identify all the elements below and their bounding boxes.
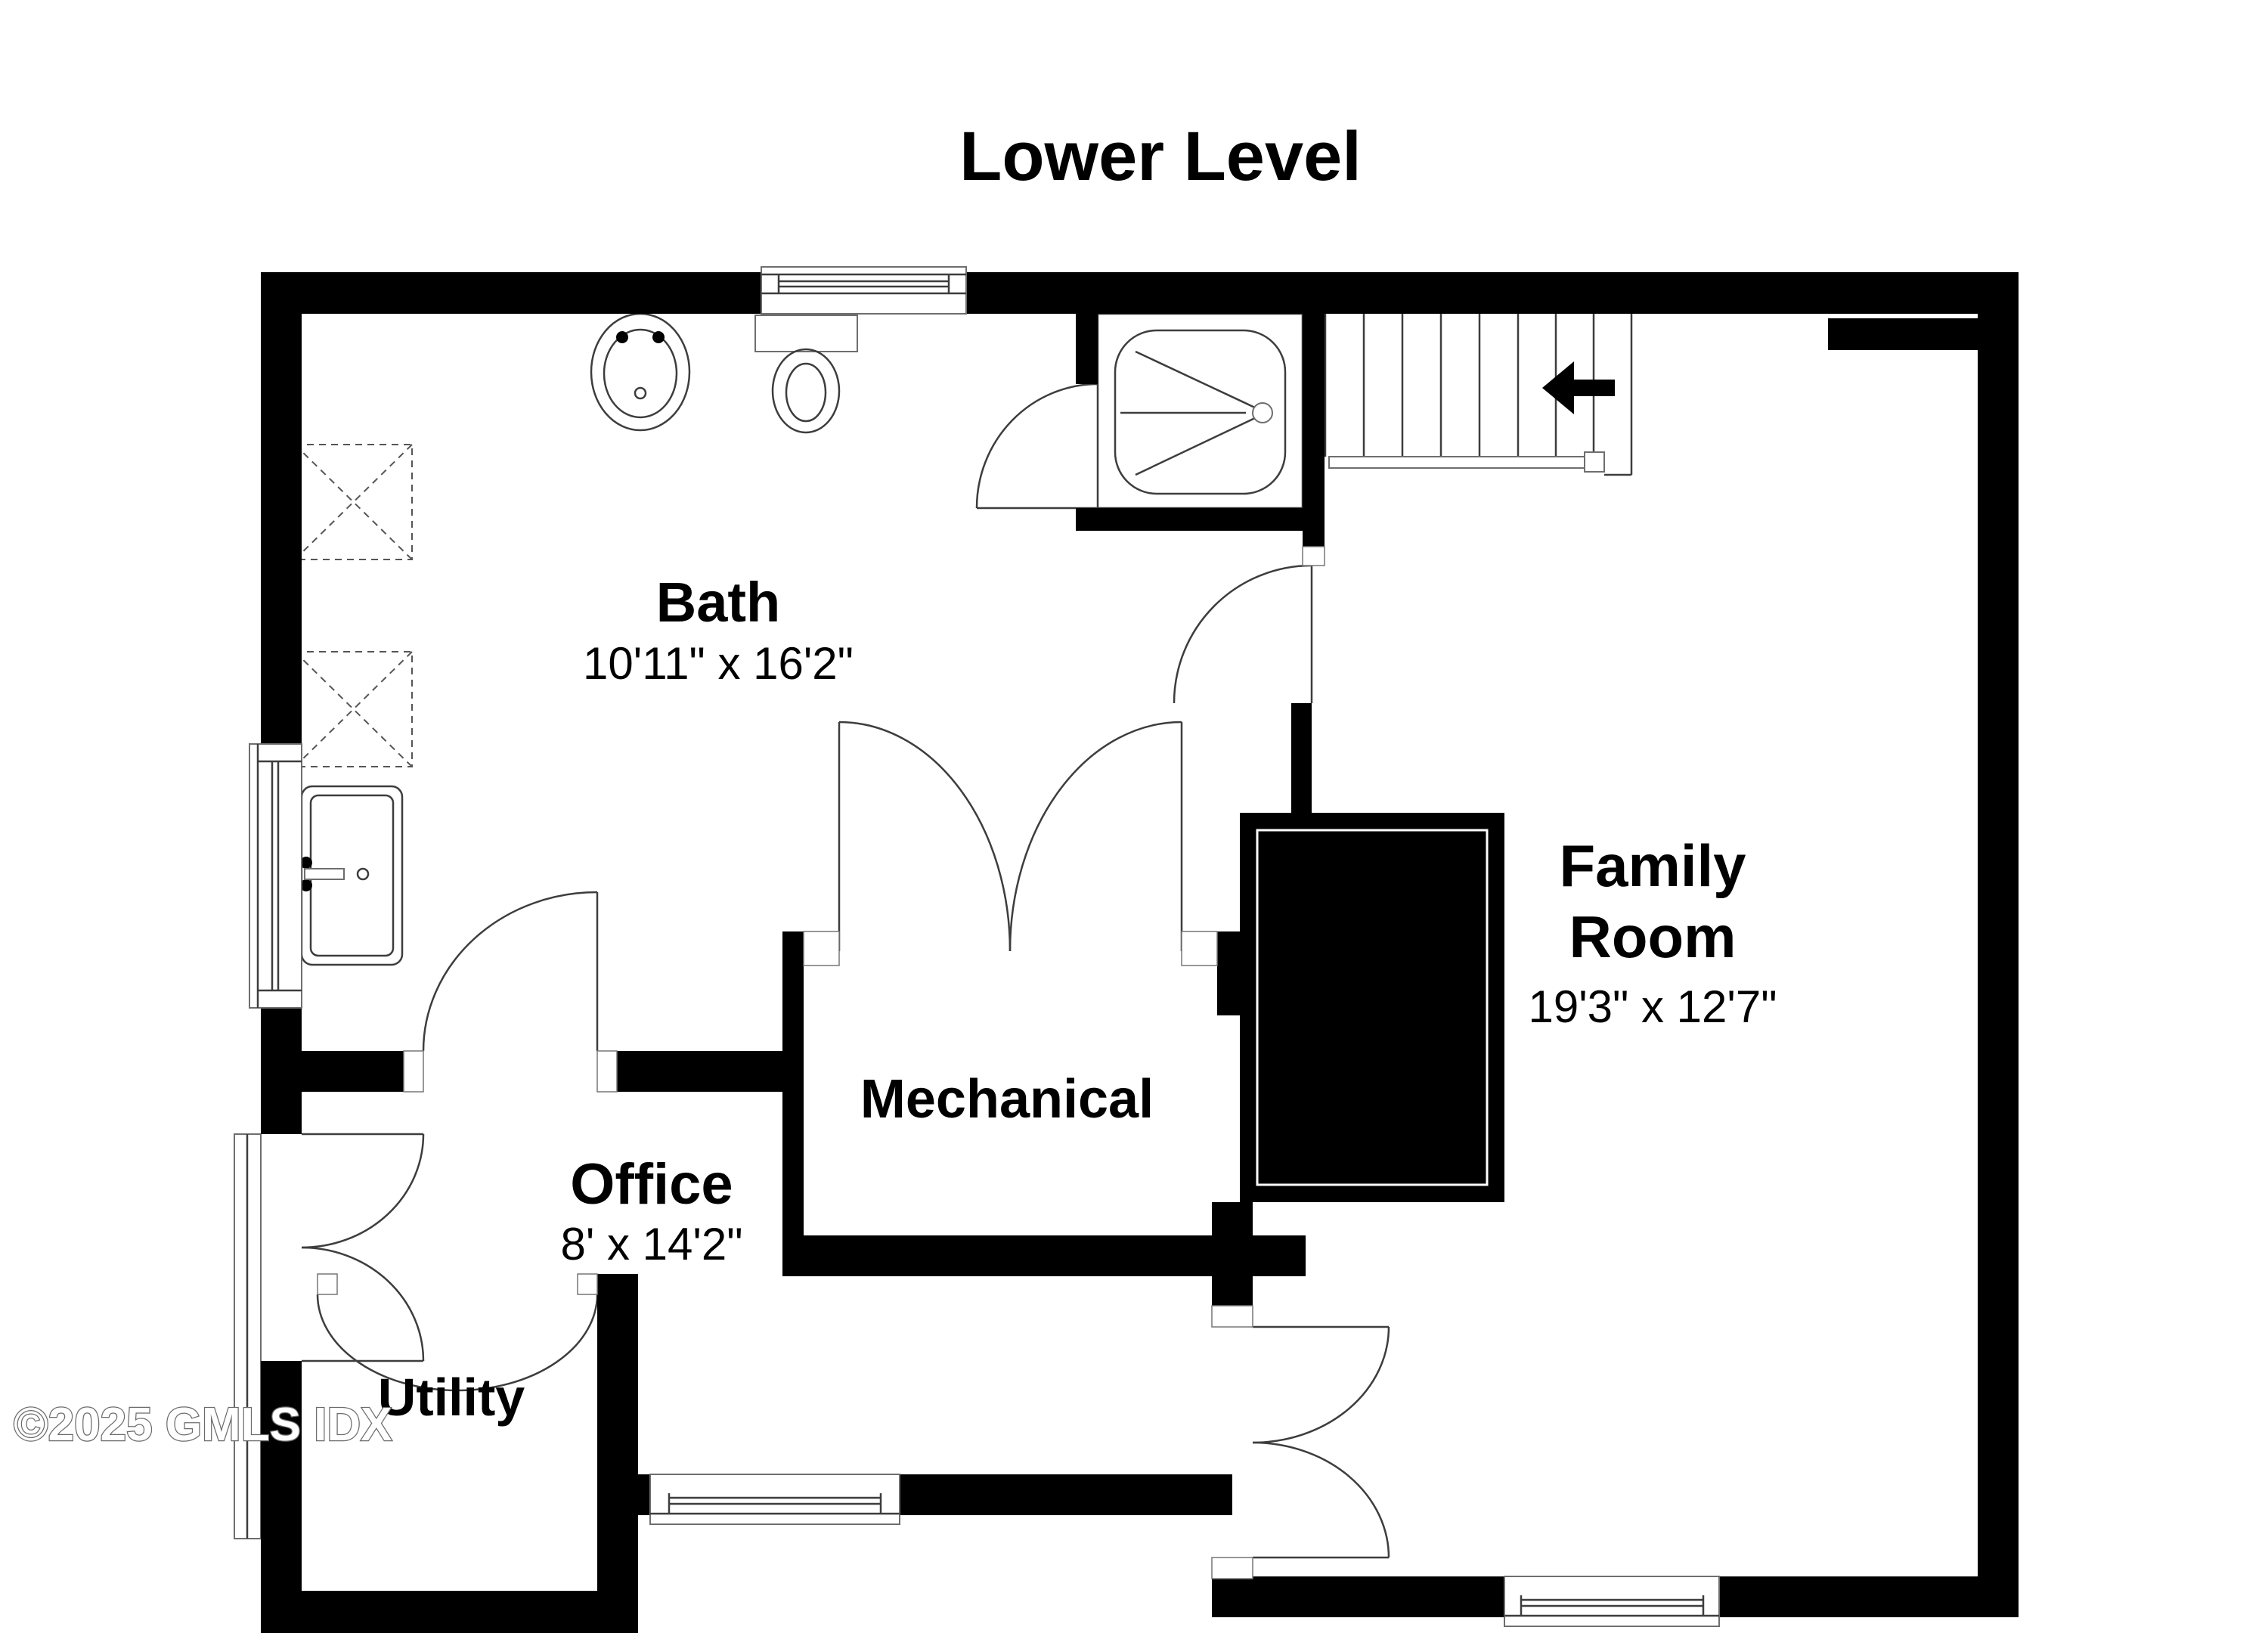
- room-dimensions: 10'11" x 16'2": [583, 638, 854, 689]
- wall-shower-right: [1303, 313, 1325, 566]
- room-name: Office: [570, 1152, 733, 1217]
- window-icon: [249, 743, 302, 1009]
- wall-left-lower: [261, 1361, 302, 1633]
- double-door-swing-icon: [838, 721, 1183, 952]
- wall-mechanical-left: [782, 931, 804, 1276]
- room-name-line1: Family: [1559, 832, 1746, 899]
- door-swing-icon: [422, 891, 599, 1052]
- wall-utility-right: [597, 1274, 638, 1633]
- room-label-bath: Bath 10'11" x 16'2": [583, 571, 854, 689]
- watermark: ©2025 GMLS IDX: [14, 1399, 392, 1451]
- stair-newel: [1584, 451, 1605, 473]
- double-door-swing-icon: [316, 1294, 599, 1392]
- toilet-icon: [754, 315, 858, 434]
- room-label-office: Office 8' x 14'2": [560, 1152, 742, 1269]
- wall-top: [261, 272, 2019, 314]
- wall-bath-office-left: [302, 1051, 423, 1092]
- window-icon: [649, 1474, 900, 1525]
- room-dimensions: 8' x 14'2": [560, 1219, 742, 1269]
- door-swings: [301, 383, 1390, 1559]
- closet-dashed-box-icon: [294, 444, 413, 560]
- room-name: Mechanical: [860, 1069, 1154, 1130]
- room-label-family-room: Family Room 19'3" x 12'7": [1528, 832, 1777, 1032]
- door-swing-icon: [1173, 564, 1313, 704]
- room-name: Utility: [378, 1368, 525, 1427]
- staircase: [1324, 314, 1633, 476]
- page-title: Lower Level: [959, 118, 1362, 195]
- stair-handrail: [1328, 456, 1588, 469]
- room-name-line2: Room: [1569, 904, 1737, 970]
- closet-dashed-box-icon: [294, 651, 413, 767]
- wall-left-upper: [261, 272, 302, 744]
- double-door-swing-icon: [1252, 1325, 1390, 1559]
- bulkhead-outline: [234, 1133, 262, 1539]
- wall-bath-office-right: [597, 1051, 804, 1092]
- door-jambs: [317, 546, 1325, 1579]
- wall-top-right-inner-bar: [1828, 318, 1978, 350]
- room-label-mechanical: Mechanical: [860, 1069, 1154, 1130]
- stairs-direction-arrow-icon: [1542, 361, 1615, 414]
- room-dimensions: 19'3" x 12'7": [1528, 981, 1777, 1032]
- window-icon: [761, 266, 967, 315]
- wall-shower-bottom: [1076, 508, 1303, 531]
- exterior-walls: [261, 272, 2019, 1633]
- room-name: Bath: [656, 571, 780, 634]
- window-icon: [1504, 1576, 1720, 1627]
- wall-right: [1978, 272, 2019, 1617]
- chimney-block-icon: [1240, 813, 1504, 1202]
- wall-shower-left-stub: [1076, 313, 1098, 384]
- double-door-swing-icon: [301, 1133, 425, 1362]
- room-label-utility: Utility: [378, 1368, 525, 1427]
- wall-left-middle: [261, 1008, 302, 1134]
- wall-utility-bottom: [261, 1591, 638, 1633]
